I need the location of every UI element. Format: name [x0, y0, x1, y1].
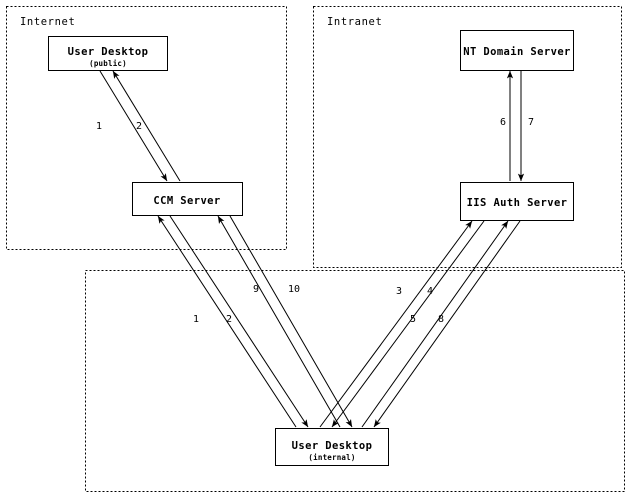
flow-9-line	[217, 215, 341, 428]
node-iis-auth-server[interactable]: IIS Auth Server	[459, 181, 575, 222]
flow-7: 7	[517, 71, 534, 182]
flow-8: 8	[373, 220, 521, 428]
flow-9: 9	[217, 215, 341, 428]
flow-1-internal-label: 1	[193, 314, 199, 325]
node-user-desktop-internal-subtitle: (internal)	[308, 453, 355, 462]
flow-10: 10	[229, 215, 353, 428]
node-user-desktop-internal[interactable]: User Desktop (internal)	[274, 427, 390, 467]
flow-10-line	[229, 215, 353, 428]
flow-1-public: 1	[96, 70, 168, 182]
flow-5-line	[361, 220, 509, 428]
flow-2-internal-line	[169, 215, 309, 428]
flow-3-line	[319, 220, 473, 428]
flow-6-label: 6	[500, 117, 506, 128]
flow-6: 6	[500, 70, 514, 181]
flow-4-label: 4	[427, 286, 433, 297]
node-ccm-server-box[interactable]	[131, 181, 244, 217]
node-nt-domain-server[interactable]: NT Domain Server	[459, 29, 575, 72]
zone-internal-boundary	[85, 270, 625, 492]
node-user-desktop-public-box[interactable]	[47, 35, 169, 72]
zone-internet-boundary	[6, 6, 287, 250]
flow-5: 5	[361, 220, 509, 428]
flow-8-label: 8	[438, 314, 444, 325]
flow-1-internal-line	[157, 215, 297, 428]
flow-8-line	[373, 220, 521, 428]
node-ccm-server-title: CCM Server	[153, 195, 220, 207]
flow-3: 3	[319, 220, 473, 428]
node-ccm-server[interactable]: CCM Server	[131, 181, 244, 217]
flow-10-label: 10	[288, 284, 300, 295]
node-nt-domain-server-title: NT Domain Server	[463, 46, 571, 58]
flow-3-label: 3	[396, 286, 402, 297]
flow-4-line	[331, 220, 485, 428]
flow-2-internal: 2	[169, 215, 309, 428]
flow-1-public-line	[99, 70, 168, 182]
flow-1-public-label: 1	[96, 121, 102, 132]
zone-intranet-boundary	[313, 6, 622, 268]
node-user-desktop-internal-box[interactable]	[274, 427, 390, 467]
flow-2-internal-label: 2	[226, 314, 232, 325]
node-user-desktop-public-subtitle: (public)	[89, 59, 127, 68]
flow-4: 4	[331, 220, 485, 428]
node-iis-auth-server-title: IIS Auth Server	[467, 197, 568, 209]
flow-9-label: 9	[253, 284, 259, 295]
node-iis-auth-server-box[interactable]	[459, 181, 575, 222]
flow-2-public-label: 2	[136, 121, 142, 132]
flow-7-label: 7	[528, 117, 534, 128]
flow-2-public: 2	[112, 70, 181, 182]
node-user-desktop-public[interactable]: User Desktop (public)	[47, 35, 169, 72]
zone-intranet-label: Intranet	[327, 16, 382, 28]
flow-1-internal: 1	[157, 215, 297, 428]
node-user-desktop-internal-title: User Desktop	[292, 440, 373, 452]
node-nt-domain-server-box[interactable]	[459, 29, 575, 72]
node-user-desktop-public-title: User Desktop	[68, 46, 149, 58]
zone-internet-label: Internet	[20, 16, 75, 28]
flow-2-public-line	[112, 70, 181, 182]
flow-5-label: 5	[410, 314, 416, 325]
